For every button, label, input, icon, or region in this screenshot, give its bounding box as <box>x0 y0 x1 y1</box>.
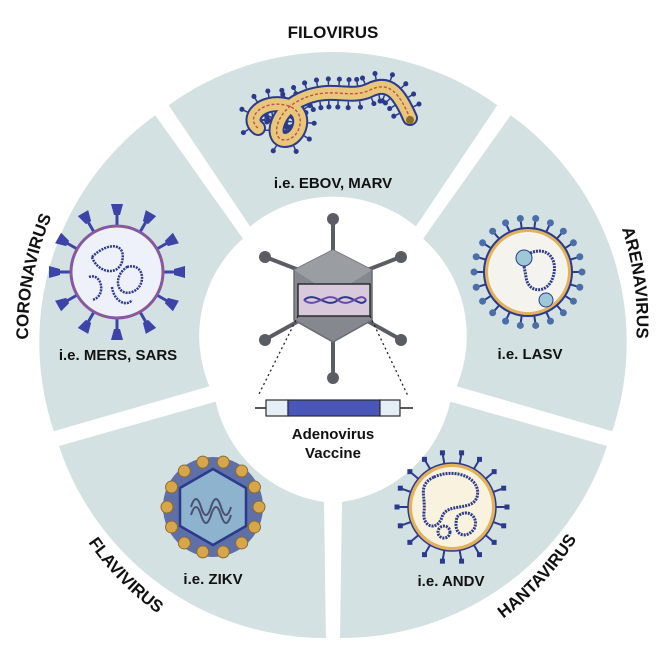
example-label-flavivirus: i.e. ZIKV <box>183 571 242 588</box>
vaccine-cassette <box>255 399 413 417</box>
filovirus-icon <box>239 70 422 154</box>
hantavirus-icon <box>394 450 510 564</box>
example-label-arenavirus: i.e. LASV <box>497 346 562 363</box>
segment-filovirus <box>168 52 498 227</box>
center-label-line2: Vaccine <box>305 445 361 462</box>
flavivirus-icon <box>160 455 266 559</box>
example-label-hantavirus: i.e. ANDV <box>418 573 485 590</box>
arenavirus-icon <box>470 215 586 329</box>
center-label-line1: Adenovirus <box>292 426 375 443</box>
example-label-filovirus: i.e. EBOV, MARV <box>274 175 392 192</box>
family-title-filovirus: FILOVIRUS <box>288 23 379 42</box>
adenovirus-icon <box>257 213 409 397</box>
example-label-coronavirus: i.e. MERS, SARS <box>59 347 177 364</box>
coronavirus-icon <box>49 204 185 340</box>
